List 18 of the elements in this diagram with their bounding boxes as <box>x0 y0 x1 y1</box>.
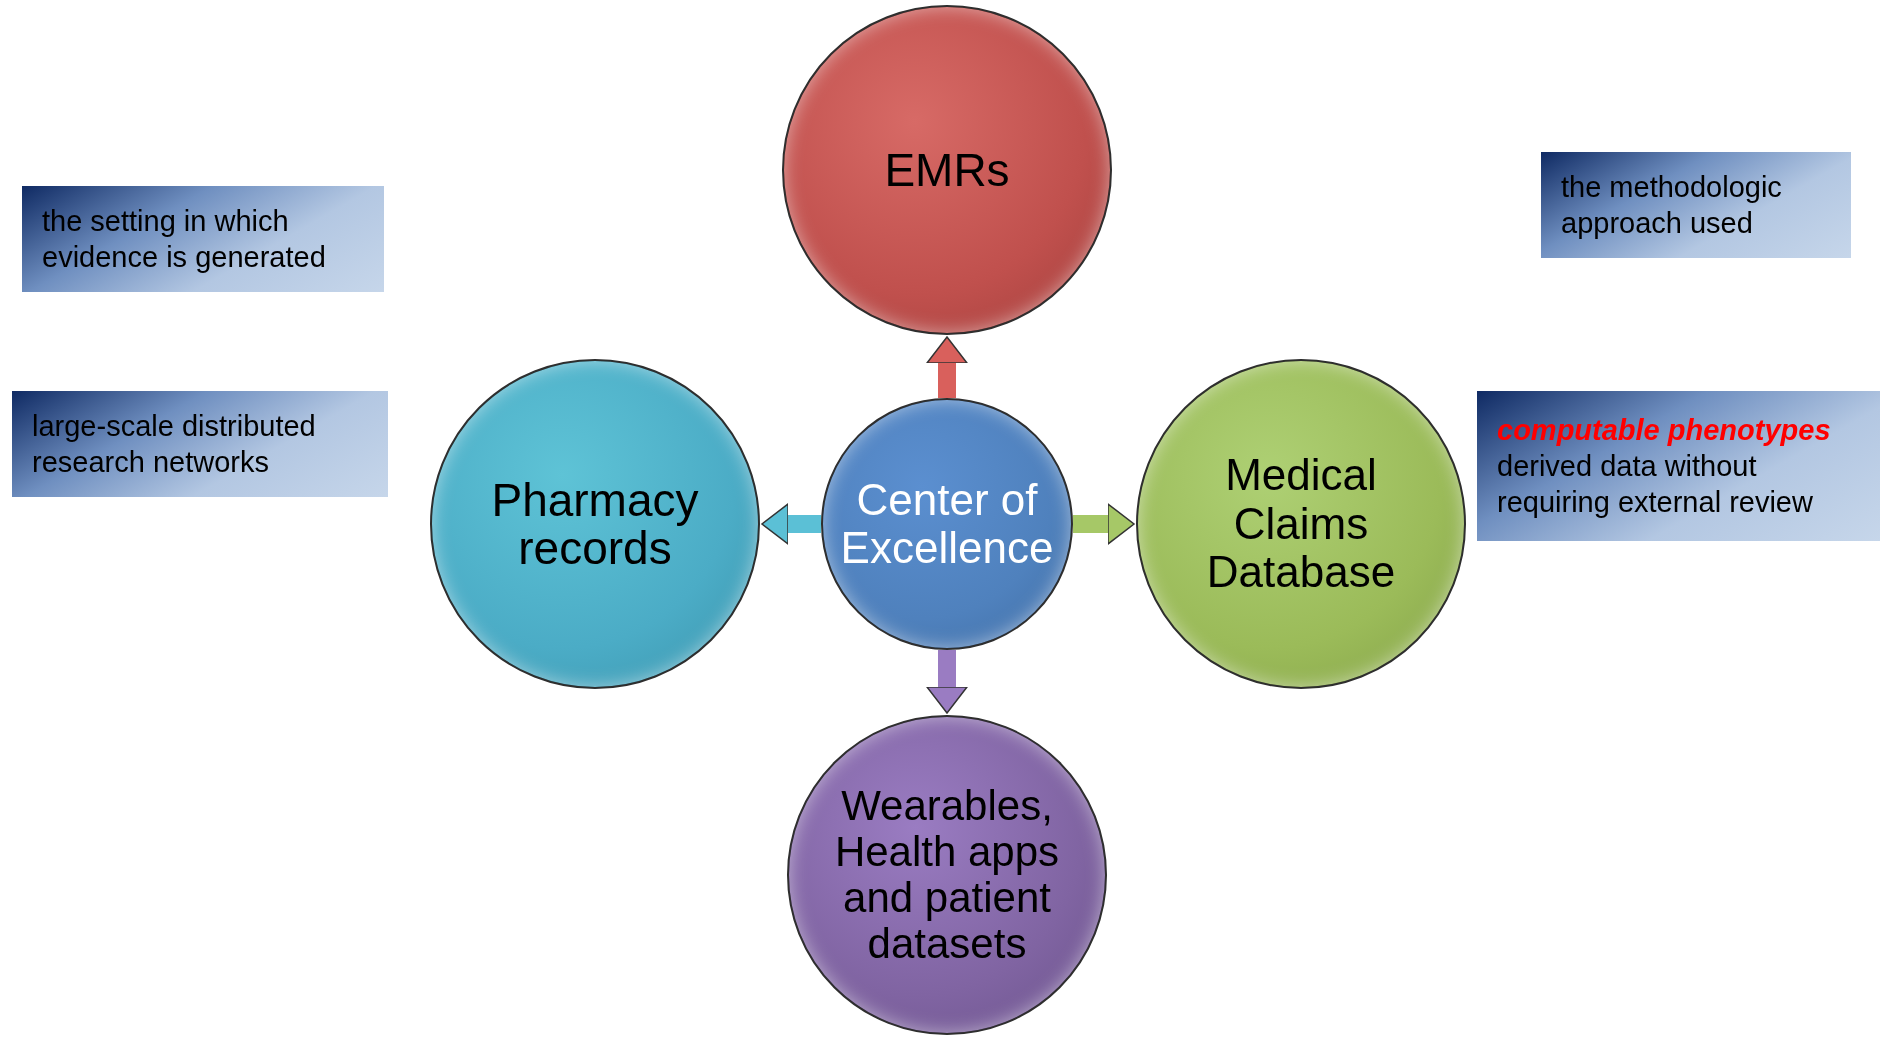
note-box <box>12 391 388 497</box>
note-box <box>22 186 384 292</box>
node-text: Wearables, Health apps and patient datasets <box>833 782 1061 968</box>
node-text: Pharmacy records <box>490 475 700 573</box>
block-arrow <box>761 503 821 545</box>
node-text: derived data without requiring external review <box>1497 448 1814 521</box>
node-text: the setting in which evidence is generated <box>42 203 327 275</box>
node-text: large-scale distributed research networks <box>32 408 317 480</box>
highlight-text: computable phenotypes <box>1497 412 1832 448</box>
block-arrow <box>926 336 968 398</box>
node-text: the methodologic approach used <box>1561 169 1783 241</box>
block-arrow <box>926 650 968 714</box>
note-box <box>1477 391 1880 541</box>
node-text: Medical Claims Database <box>1205 451 1397 597</box>
note-box <box>1541 152 1851 258</box>
node-text: EMRs <box>884 145 1010 195</box>
block-arrow <box>1073 503 1135 545</box>
node-text: Center of Excellence <box>839 475 1055 573</box>
